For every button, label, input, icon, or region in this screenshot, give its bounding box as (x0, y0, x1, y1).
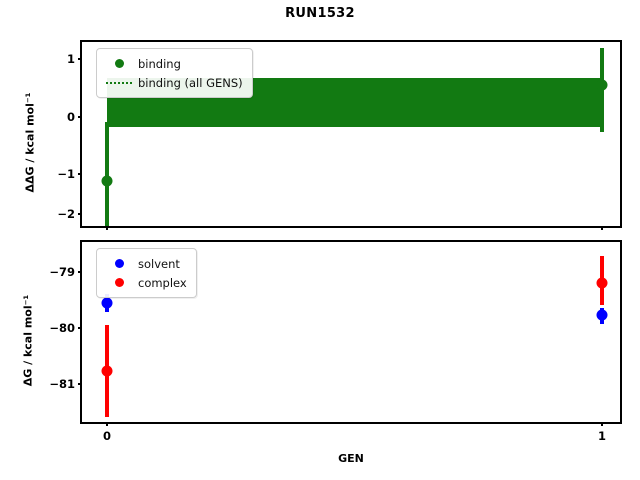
binding-marker-gen1 (596, 79, 608, 91)
top-plot-area: binding binding (all GENS) (82, 42, 620, 226)
top-panel-legend[interactable]: binding binding (all GENS) (96, 48, 253, 98)
bottom-panel-ylabel: ΔG / kcal mol⁻¹ (21, 294, 35, 387)
legend-label-complex: complex (138, 275, 187, 290)
bottom-ytick-label-neg80: −80 (49, 321, 75, 335)
top-xtick-mark-1 (601, 226, 603, 230)
top-ytick-mark-1 (78, 58, 82, 60)
bottom-panel-legend[interactable]: solvent complex (96, 248, 197, 298)
complex-marker-gen1 (596, 277, 608, 289)
bottom-ytick-label-neg79: −79 (49, 265, 75, 279)
legend-item-solvent[interactable]: solvent (104, 254, 187, 273)
legend-item-binding-all-gens[interactable]: binding (all GENS) (104, 73, 243, 92)
top-ytick-label-0: 0 (66, 110, 75, 124)
figure-xlabel: GEN (338, 452, 364, 465)
bottom-xtick-label-0: 0 (102, 429, 112, 443)
bottom-ytick-mark-neg80 (78, 327, 82, 329)
solvent-dot-icon (104, 259, 134, 268)
complex-marker-gen0 (101, 365, 113, 377)
bottom-xtick-label-1: 1 (597, 429, 607, 443)
dotted-line-icon (104, 81, 134, 84)
top-ytick-mark-neg2 (78, 213, 82, 215)
bottom-ytick-label-neg81: −81 (49, 377, 75, 391)
top-xtick-mark-0 (106, 226, 108, 230)
legend-label-binding: binding (138, 56, 181, 71)
legend-item-complex[interactable]: complex (104, 273, 187, 292)
binding-dot-icon (104, 59, 134, 68)
top-ytick-mark-neg1 (78, 173, 82, 175)
top-ytick-label-neg1: −1 (57, 167, 75, 181)
solvent-marker-gen1 (596, 309, 608, 321)
figure-title: RUN1532 (285, 6, 355, 21)
bottom-xtick-mark-0 (106, 422, 108, 426)
top-panel-ylabel: ΔΔG / kcal mol⁻¹ (23, 92, 37, 193)
binding-errorbar-gen0 (105, 122, 109, 226)
top-ytick-mark-0 (78, 116, 82, 118)
top-ytick-label-1: 1 (66, 52, 75, 66)
legend-label-solvent: solvent (138, 256, 180, 271)
legend-label-binding-all-gens: binding (all GENS) (138, 75, 243, 90)
bottom-xtick-mark-1 (601, 422, 603, 426)
legend-item-binding[interactable]: binding (104, 54, 243, 73)
bottom-plot-area: solvent complex (82, 242, 620, 422)
bottom-ytick-mark-neg81 (78, 383, 82, 385)
top-panel-axes: ΔΔG / kcal mol⁻¹ 1 0 −1 −2 (24, 40, 622, 230)
solvent-marker-gen0 (101, 297, 113, 309)
bottom-panel-axes: ΔG / kcal mol⁻¹ −79 −80 −81 0 1 (22, 240, 622, 443)
top-ytick-label-neg2: −2 (57, 207, 75, 221)
complex-dot-icon (104, 278, 134, 287)
binding-marker-gen0 (101, 175, 113, 187)
bottom-ytick-mark-neg79 (78, 271, 82, 273)
